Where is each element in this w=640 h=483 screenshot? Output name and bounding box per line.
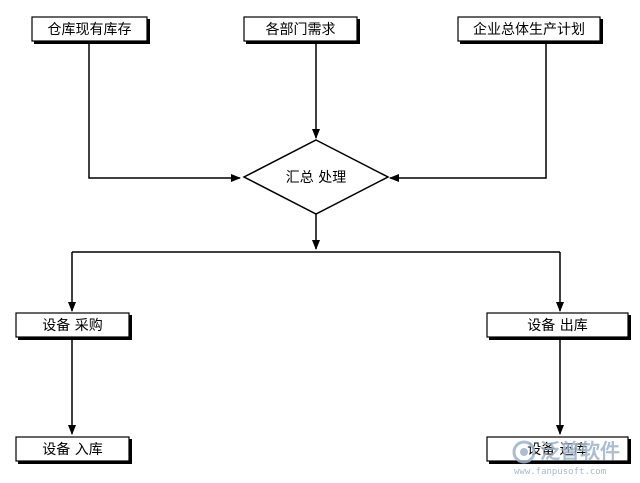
node-outbound: 设备 出库 xyxy=(486,312,631,340)
arrow-inventory-to-summary xyxy=(88,41,241,182)
watermark-text: 泛普软件 xyxy=(540,439,620,463)
node-inventory: 仓库现有库存 xyxy=(31,16,150,44)
node-inbound-label: 设备 入库 xyxy=(42,441,102,458)
node-production-plan-label: 企业总体生产计划 xyxy=(473,21,585,38)
watermark-logo-icon xyxy=(512,440,536,464)
node-outbound-label: 设备 出库 xyxy=(527,317,587,334)
node-return: 设备 还库 xyxy=(486,436,631,464)
node-inbound: 设备 入库 xyxy=(15,436,132,464)
node-purchase-label: 设备 采购 xyxy=(42,317,102,334)
watermark: 泛普软件 www.fanpusoft.com xyxy=(512,439,620,477)
arrow-plan-to-summary xyxy=(389,41,547,182)
node-inventory-label: 仓库现有库存 xyxy=(48,22,132,38)
node-summary-process-label: 汇总 处理 xyxy=(286,170,346,186)
node-production-plan: 企业总体生产计划 xyxy=(457,16,603,44)
connectors xyxy=(68,41,564,435)
node-return-label: 设备 还库 xyxy=(527,441,587,458)
node-purchase: 设备 采购 xyxy=(15,312,132,340)
watermark-url: www.fanpusoft.com xyxy=(514,467,606,477)
node-summary-process: 汇总 处理 xyxy=(242,139,390,215)
node-dept-demand: 各部门需求 xyxy=(243,16,360,44)
node-dept-demand-label: 各部门需求 xyxy=(266,22,336,38)
